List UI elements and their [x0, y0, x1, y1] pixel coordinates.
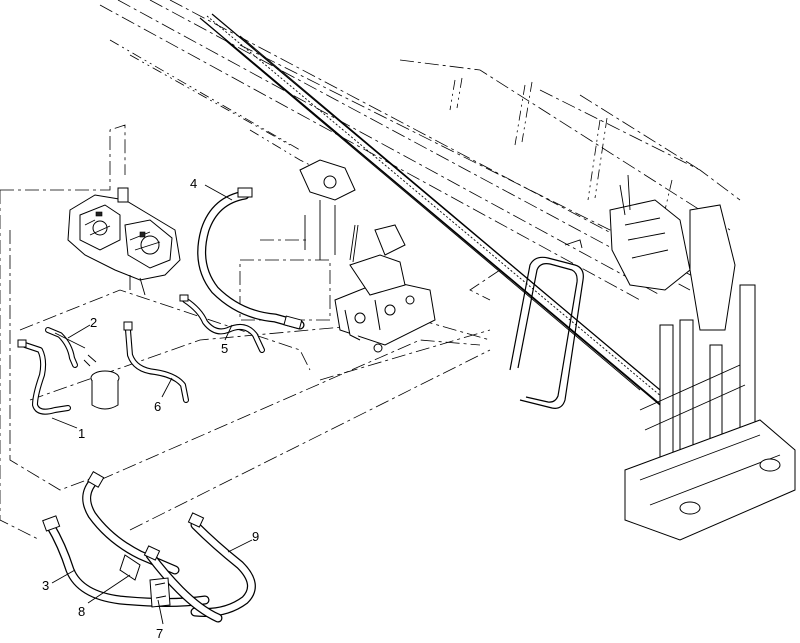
callout-leaders	[51, 184, 253, 625]
control-valve-block	[299, 159, 436, 353]
callout-5: 5	[221, 341, 228, 356]
callout-9: 9	[252, 529, 259, 544]
hydraulic-filter	[83, 354, 120, 410]
routing-boundary	[0, 124, 501, 541]
hose-5	[179, 294, 265, 353]
hose-1	[17, 339, 71, 415]
hydraulic-pump	[67, 187, 181, 296]
callout-8: 8	[78, 604, 85, 619]
callout-2: 2	[90, 315, 97, 330]
callout-3: 3	[42, 578, 49, 593]
hose-guard-loop	[509, 239, 584, 409]
drill-rail-chain	[199, 13, 673, 409]
hose-9	[143, 512, 256, 623]
mast-frame	[609, 174, 796, 541]
hose-clamp-8	[119, 554, 141, 581]
hose-clamp-7	[149, 577, 171, 608]
callout-6: 6	[154, 399, 161, 414]
callout-1: 1	[78, 426, 85, 441]
hose-3	[42, 470, 210, 607]
hose-4	[197, 187, 305, 330]
hose-6	[123, 321, 189, 403]
callout-labels: 4 2 5 6 1 3 8 7 9	[42, 176, 259, 641]
callout-4: 4	[190, 176, 197, 191]
callout-7: 7	[156, 626, 163, 641]
hose-2	[45, 327, 86, 368]
